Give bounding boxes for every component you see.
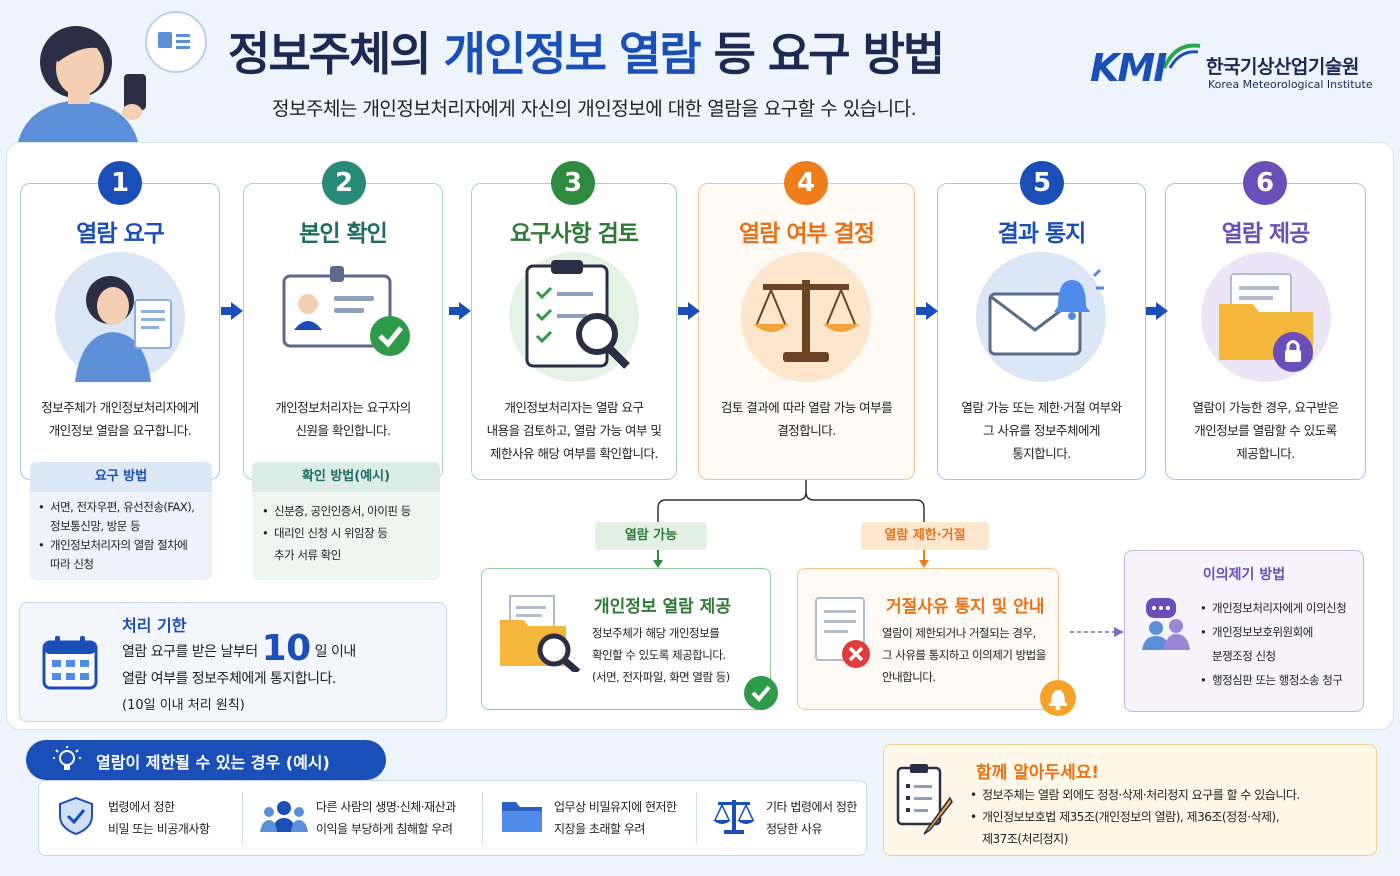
allowed-tag: 열람 가능 [595,522,707,550]
scale-icon [741,252,871,382]
allowed-title: 개인정보 열람 제공 [594,597,731,617]
people-chat-icon [1138,596,1194,650]
notice-title: 함께 알아두세요! [976,763,1100,783]
folder-lock-icon [1201,252,1331,382]
bell-icon [1040,680,1076,716]
flow-arrow-1 [221,302,243,320]
step-number-2: 2 [322,161,366,205]
document-x-icon [812,596,878,676]
check-icon [744,676,778,710]
header-illustration [8,4,208,142]
calendar-icon [42,634,98,690]
step-number-1: 1 [98,161,142,205]
step-number-5: 5 [1020,161,1064,205]
step-title-6: 열람 제공 [1221,221,1311,247]
restricted-tag: 열람 제한·거절 [861,522,989,550]
request-method-title: 요구 방법 [30,462,212,492]
deadline-days: 10 [261,628,312,669]
objection-title: 이의제기 방법 [1202,567,1286,583]
step-title-4: 열람 여부 결정 [739,221,875,247]
step-title-2: 본인 확인 [299,221,388,247]
limit-divider-1 [242,792,243,844]
limits-title: 열람이 제한될 수 있는 경우 (예시) [96,753,330,772]
lightbulb-icon [52,745,82,775]
step-number-4: 4 [784,161,828,205]
logo-mark: KMI [1090,46,1167,90]
step-title-5: 결과 통지 [997,221,1087,247]
deadline-title: 처리 기한 [122,616,187,635]
step-number-6: 6 [1243,161,1287,205]
checklist-magnifier-icon [509,252,639,382]
folder-magnifier-icon [496,592,586,675]
step-number-3: 3 [551,161,595,205]
envelope-bell-icon [976,252,1106,382]
notice-list: 정보주체는 열람 외에도 정정·삭제·처리정지 요구를 할 수 있습니다. 개인… [970,784,1300,850]
logo-english-name: Korea Meteorological Institute [1208,78,1373,91]
deadline-line-2: 열람 여부를 정보주체에게 통지합니다. [122,671,336,687]
people-group-icon [260,798,308,834]
shield-check-icon [58,796,94,836]
step-title-1: 열람 요구 [76,221,165,247]
flow-arrow-2 [449,302,471,320]
branch-connector [653,480,929,568]
person-document-icon [55,252,185,382]
objection-list: 개인정보처리자에게 이의신청 개인정보보호위원회에 분쟁조정 신청 행정심판 또… [1200,596,1347,692]
verify-method-title: 확인 방법(예시) [252,462,440,492]
deadline-line-1: 열람 요구를 받은 날부터 10 일 이내 [122,628,356,669]
logo-korean-name: 한국기상산업기술원 [1206,56,1359,78]
limits-banner [26,740,386,780]
flow-arrow-3 [678,302,700,320]
kmi-logo: KMI 한국기상산업기술원 Korea Meteorological Insti… [1086,43,1386,98]
flow-arrow-5 [1146,302,1168,320]
clipboard-pencil-icon [894,762,956,838]
folder-icon [500,798,544,834]
scale-small-icon [712,796,756,836]
verify-method-list: 신분증, 공인인증서, 아이핀 등 대리인 신청 시 위임장 등 추가 서류 확… [262,500,411,566]
page-title: 정보주체의 개인정보 열람 등 요구 방법 [228,27,945,81]
flow-arrow-4 [916,302,938,320]
limit-divider-3 [696,792,697,844]
verify-method-box: 확인 방법(예시) 신분증, 공인인증서, 아이핀 등 대리인 신청 시 위임장… [252,462,440,580]
limit-divider-2 [482,792,483,844]
id-card-check-icon [280,262,415,362]
deadline-line-3: (10일 이내 처리 원칙) [122,698,245,713]
page-subtitle: 정보주체는 개인정보처리자에게 자신의 개인정보에 대한 열람을 요구할 수 있… [272,98,917,120]
objection-arrow [1070,627,1124,637]
step-title-3: 요구사항 검토 [510,221,639,247]
restricted-title: 거절사유 통지 및 안내 [886,597,1045,617]
request-method-box: 요구 방법 서면, 전자우편, 유선전송(FAX), 정보통신망, 방문 등 개… [30,462,212,580]
request-method-list: 서면, 전자우편, 유선전송(FAX), 정보통신망, 방문 등 개인정보처리자… [38,498,195,574]
